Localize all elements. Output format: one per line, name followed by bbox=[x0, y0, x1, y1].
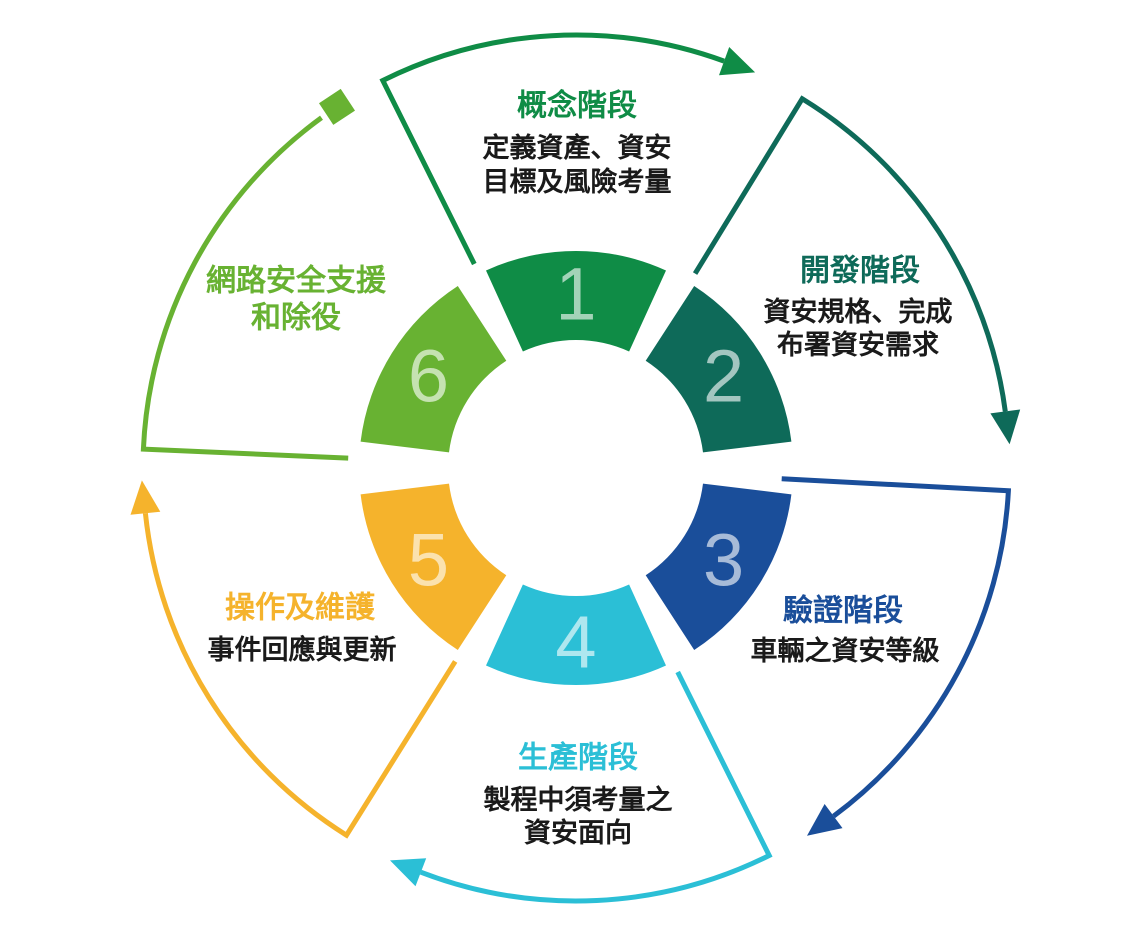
section-title-3: 驗證階段 bbox=[783, 594, 903, 628]
segment-number-1: 1 bbox=[555, 253, 596, 336]
section-title-2: 開發階段 bbox=[800, 254, 920, 288]
ring-segment-6 bbox=[360, 286, 507, 453]
section-title-6: 網路安全支援 bbox=[206, 264, 387, 298]
section-desc-1-1: 定義資產、資安 bbox=[483, 132, 672, 163]
section-desc-1-2: 目標及風險考量 bbox=[483, 166, 672, 197]
flow-arrowhead-icon-5 bbox=[130, 480, 161, 515]
ring-segment-4 bbox=[486, 584, 666, 686]
section-desc-5-1: 事件回應與更新 bbox=[208, 634, 397, 665]
ring-segment-5 bbox=[360, 483, 507, 650]
section-title-1: 概念階段 bbox=[517, 89, 637, 123]
section-desc-4-2: 資安面向 bbox=[524, 817, 632, 848]
ring-segment-1 bbox=[486, 250, 666, 352]
section-desc-3-1: 車輛之資安等級 bbox=[751, 635, 940, 666]
flow-arrowhead-icon-2 bbox=[990, 409, 1021, 445]
section-title-5: 操作及維護 bbox=[225, 591, 376, 625]
ring-segment-3 bbox=[645, 483, 792, 650]
ring-segment-2 bbox=[645, 286, 792, 453]
flow-arrowhead-icon-4 bbox=[390, 858, 427, 887]
segment-number-4: 4 bbox=[555, 601, 596, 684]
section-desc-4-1: 製程中須考量之 bbox=[484, 784, 673, 815]
flow-end-diamond-icon bbox=[319, 88, 355, 125]
section-outline-4 bbox=[419, 670, 773, 904]
section-desc-2-1: 資安規格、完成 bbox=[764, 296, 953, 327]
segment-number-6: 6 bbox=[408, 334, 449, 417]
section-outline-5 bbox=[142, 513, 458, 839]
flow-arrowhead-icon-1 bbox=[719, 47, 756, 76]
section-outline-2 bbox=[692, 95, 1008, 412]
section-title2-6: 和除役 bbox=[251, 301, 341, 335]
section-title-4: 生產階段 bbox=[518, 741, 638, 775]
segment-number-3: 3 bbox=[703, 519, 744, 602]
section-desc-2-2: 布署資安需求 bbox=[777, 330, 939, 360]
segment-number-5: 5 bbox=[408, 519, 449, 602]
section-outline-3 bbox=[781, 476, 1012, 819]
section-outline-6 bbox=[140, 115, 349, 461]
flow-arrowhead-icon-3 bbox=[807, 804, 843, 836]
section-outline-1 bbox=[379, 32, 725, 266]
segment-number-2: 2 bbox=[703, 334, 744, 417]
